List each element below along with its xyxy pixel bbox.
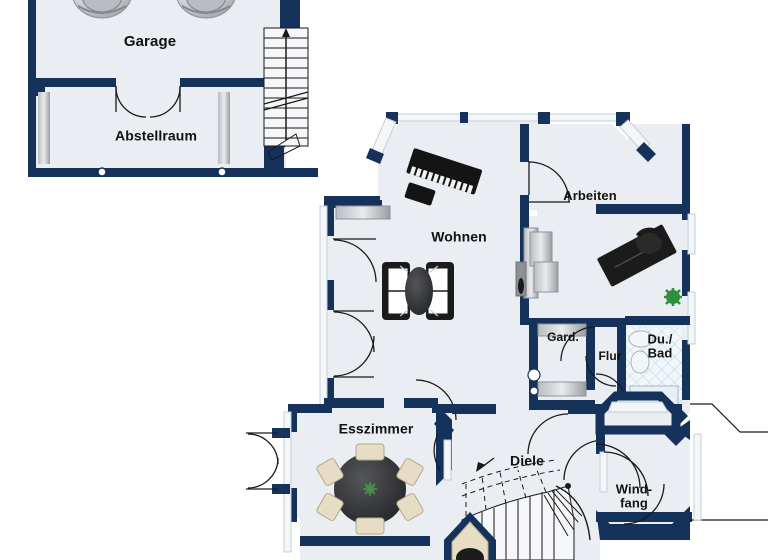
inner-door-arc <box>603 451 649 497</box>
plant-pot <box>664 288 682 306</box>
desk-chair <box>635 227 665 254</box>
door-arc-upper-left <box>333 239 377 283</box>
top-wall-windows <box>387 113 629 122</box>
sofa-right <box>426 262 454 320</box>
sideboard-top-left <box>335 205 391 220</box>
round-dining-table <box>334 453 406 525</box>
door-arc-gard <box>560 326 596 362</box>
sofa-left <box>382 262 410 320</box>
curved-staircase <box>444 457 591 560</box>
wc-fixtures <box>527 368 541 396</box>
door-arc-entry <box>528 161 570 203</box>
window-left <box>38 92 50 164</box>
toilet <box>630 350 650 374</box>
garage-block <box>28 0 318 177</box>
entry-door-arc <box>623 483 665 525</box>
shelving-left <box>529 231 559 293</box>
dining-chairs-6 <box>316 443 424 535</box>
wall-outlet-left <box>97 167 107 177</box>
french-door-left <box>246 432 279 490</box>
car-left <box>72 0 132 19</box>
car-right <box>176 0 236 19</box>
piano <box>406 148 482 195</box>
window-right <box>218 92 230 164</box>
wall-outlet-right <box>217 167 227 177</box>
storage-door-double <box>115 86 181 118</box>
garage-stairs-up <box>263 27 309 161</box>
piano-bench <box>404 182 436 206</box>
wardrobe-lower <box>537 381 587 397</box>
sink <box>628 330 654 348</box>
coffee-table-oval <box>399 265 439 317</box>
wardrobe-upper <box>537 323 587 337</box>
stair-direction-arrow-diele <box>476 457 495 472</box>
table-centerpiece <box>363 482 377 496</box>
stair-direction-arrow <box>282 28 290 140</box>
main-house-block <box>246 112 768 560</box>
